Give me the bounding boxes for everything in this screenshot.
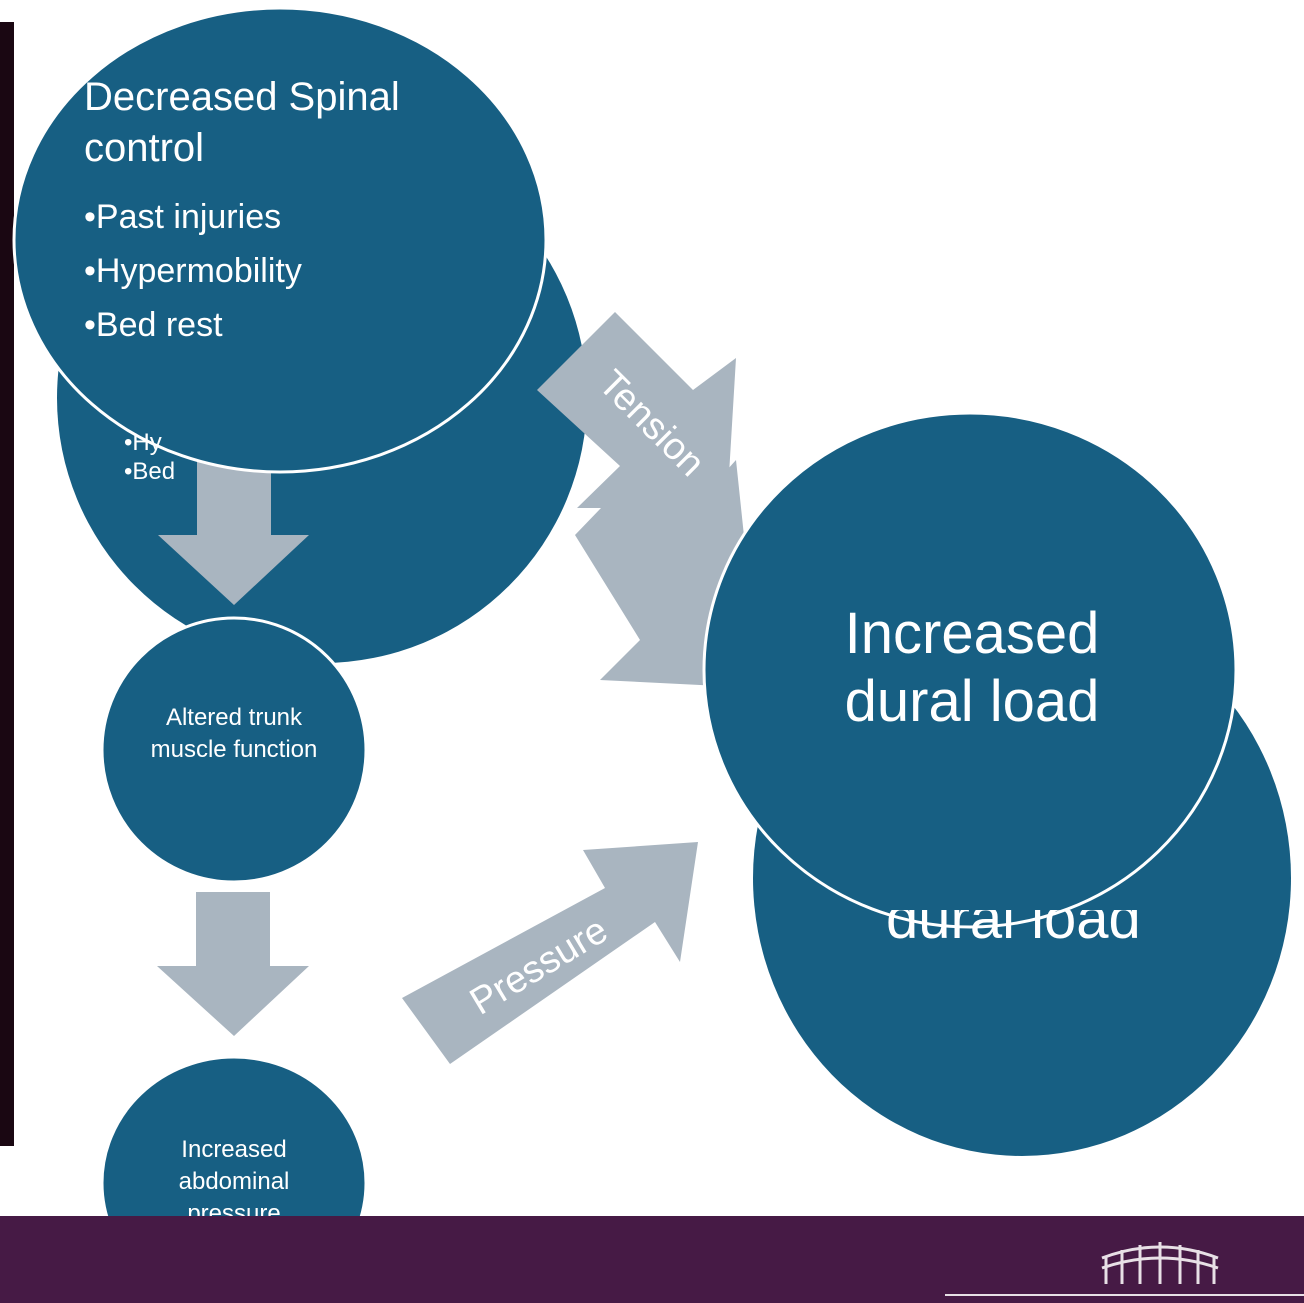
- bullet-item: Hypermobility: [84, 244, 504, 298]
- trunk-muscle-label: Altered trunk muscle function: [150, 704, 318, 763]
- footer-divider-line: [945, 1294, 1304, 1296]
- bridge-logo-icon: [1101, 1242, 1219, 1284]
- dural-load-ghost-label: dural load: [886, 886, 1141, 951]
- bullet-item: Bed rest: [84, 298, 504, 352]
- ghost-bullet-item: Hy: [124, 428, 274, 457]
- ghost-bullet-item: Bed: [124, 457, 274, 486]
- spinal-control-ghost-bullets: Hy Bed: [124, 428, 274, 498]
- spinal-control-title: Decreased Spinal control: [84, 75, 400, 170]
- dural-load-circle: [702, 411, 1238, 929]
- spinal-control-text: Decreased Spinal control Past injuries H…: [84, 72, 504, 352]
- pressure-arrow: [402, 842, 698, 1064]
- trunk-muscle-circle: [100, 616, 368, 884]
- bullet-item: Past injuries: [84, 190, 504, 244]
- dural-load-label: Increased dural load: [844, 601, 1100, 734]
- footer-bar: [0, 1216, 1304, 1303]
- down-arrow-1: [158, 445, 309, 605]
- down-arrow-2: [157, 892, 309, 1036]
- left-accent-bar: [0, 22, 14, 1146]
- tension-arrow: [537, 312, 736, 508]
